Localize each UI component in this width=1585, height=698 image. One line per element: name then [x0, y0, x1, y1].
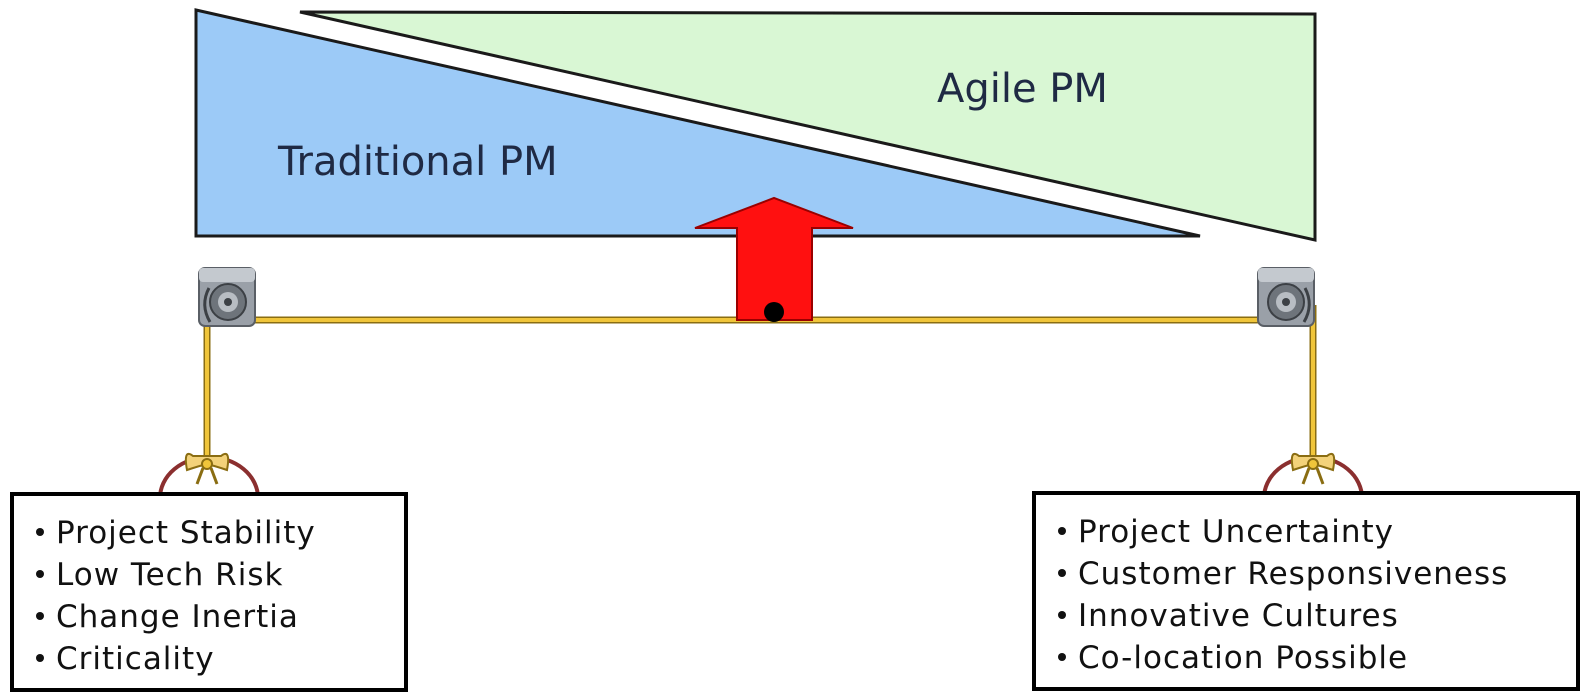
list-item: Change Inertia: [36, 596, 404, 638]
agile-factors-list: Project Uncertainty Customer Responsiven…: [1058, 511, 1576, 679]
bullet-icon: [36, 527, 44, 536]
bullet-icon: [1058, 652, 1066, 661]
bullet-icon: [36, 569, 44, 578]
fulcrum-pivot: [764, 302, 784, 322]
list-item: Low Tech Risk: [36, 554, 404, 596]
bullet-icon: [1058, 610, 1066, 619]
agile-factors-box: Project Uncertainty Customer Responsiven…: [1032, 491, 1580, 691]
bullet-icon: [36, 611, 44, 620]
list-item: Innovative Cultures: [1058, 595, 1576, 637]
pulley-icon: [1257, 267, 1315, 327]
list-item: Project Uncertainty: [1058, 511, 1576, 553]
agile-pm-label: Agile PM: [937, 66, 1108, 112]
traditional-factors-box: Project Stability Low Tech Risk Change I…: [10, 492, 408, 692]
list-item: Criticality: [36, 638, 404, 680]
pulley-icon: [198, 267, 256, 327]
traditional-pm-label: Traditional PM: [277, 139, 558, 185]
list-item: Co-location Possible: [1058, 637, 1576, 679]
traditional-pm-region: [194, 8, 1201, 238]
list-item: Customer Responsiveness: [1058, 553, 1576, 595]
hook-icon: [1262, 452, 1364, 499]
hook-icon: [158, 452, 260, 499]
bullet-icon: [36, 653, 44, 662]
traditional-factors-list: Project Stability Low Tech Risk Change I…: [36, 512, 404, 680]
list-item: Project Stability: [36, 512, 404, 554]
bullet-icon: [1058, 568, 1066, 577]
agile-pm-region: [299, 10, 1317, 242]
bullet-icon: [1058, 526, 1066, 535]
fulcrum-arrow-icon: [694, 196, 854, 321]
